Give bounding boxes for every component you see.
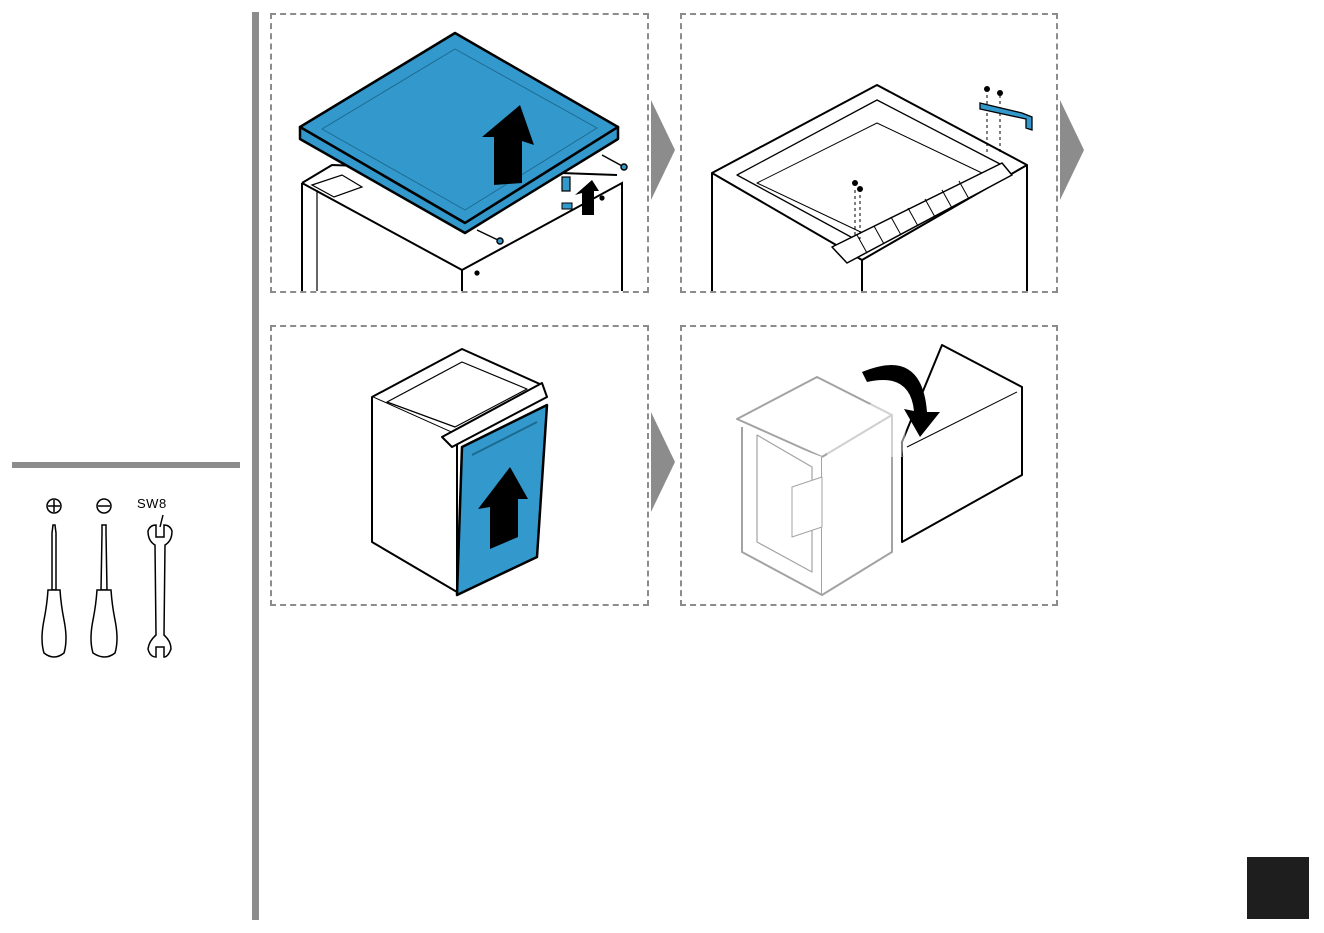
next-step-arrow-icon (651, 412, 675, 512)
step-3-panel (270, 325, 649, 606)
lift-door-illustration (272, 327, 649, 606)
wrench-icon (148, 515, 172, 657)
tools-divider (12, 462, 240, 468)
turn-cabinet-illustration (682, 327, 1058, 606)
tools-illustration (30, 495, 190, 665)
next-step-arrow-icon (651, 100, 675, 200)
phillips-screwdriver-icon (42, 499, 66, 657)
step-4-panel (680, 325, 1058, 606)
next-step-arrow-icon (1060, 100, 1084, 200)
step-1-panel (270, 13, 649, 293)
step-2-panel (680, 13, 1058, 293)
flat-screwdriver-icon (91, 499, 117, 657)
hinge-bracket-illustration (682, 15, 1058, 293)
vertical-divider (252, 12, 259, 920)
page-number-box (1247, 857, 1309, 919)
lift-lid-illustration (272, 15, 649, 293)
hinge-bracket (980, 103, 1032, 130)
